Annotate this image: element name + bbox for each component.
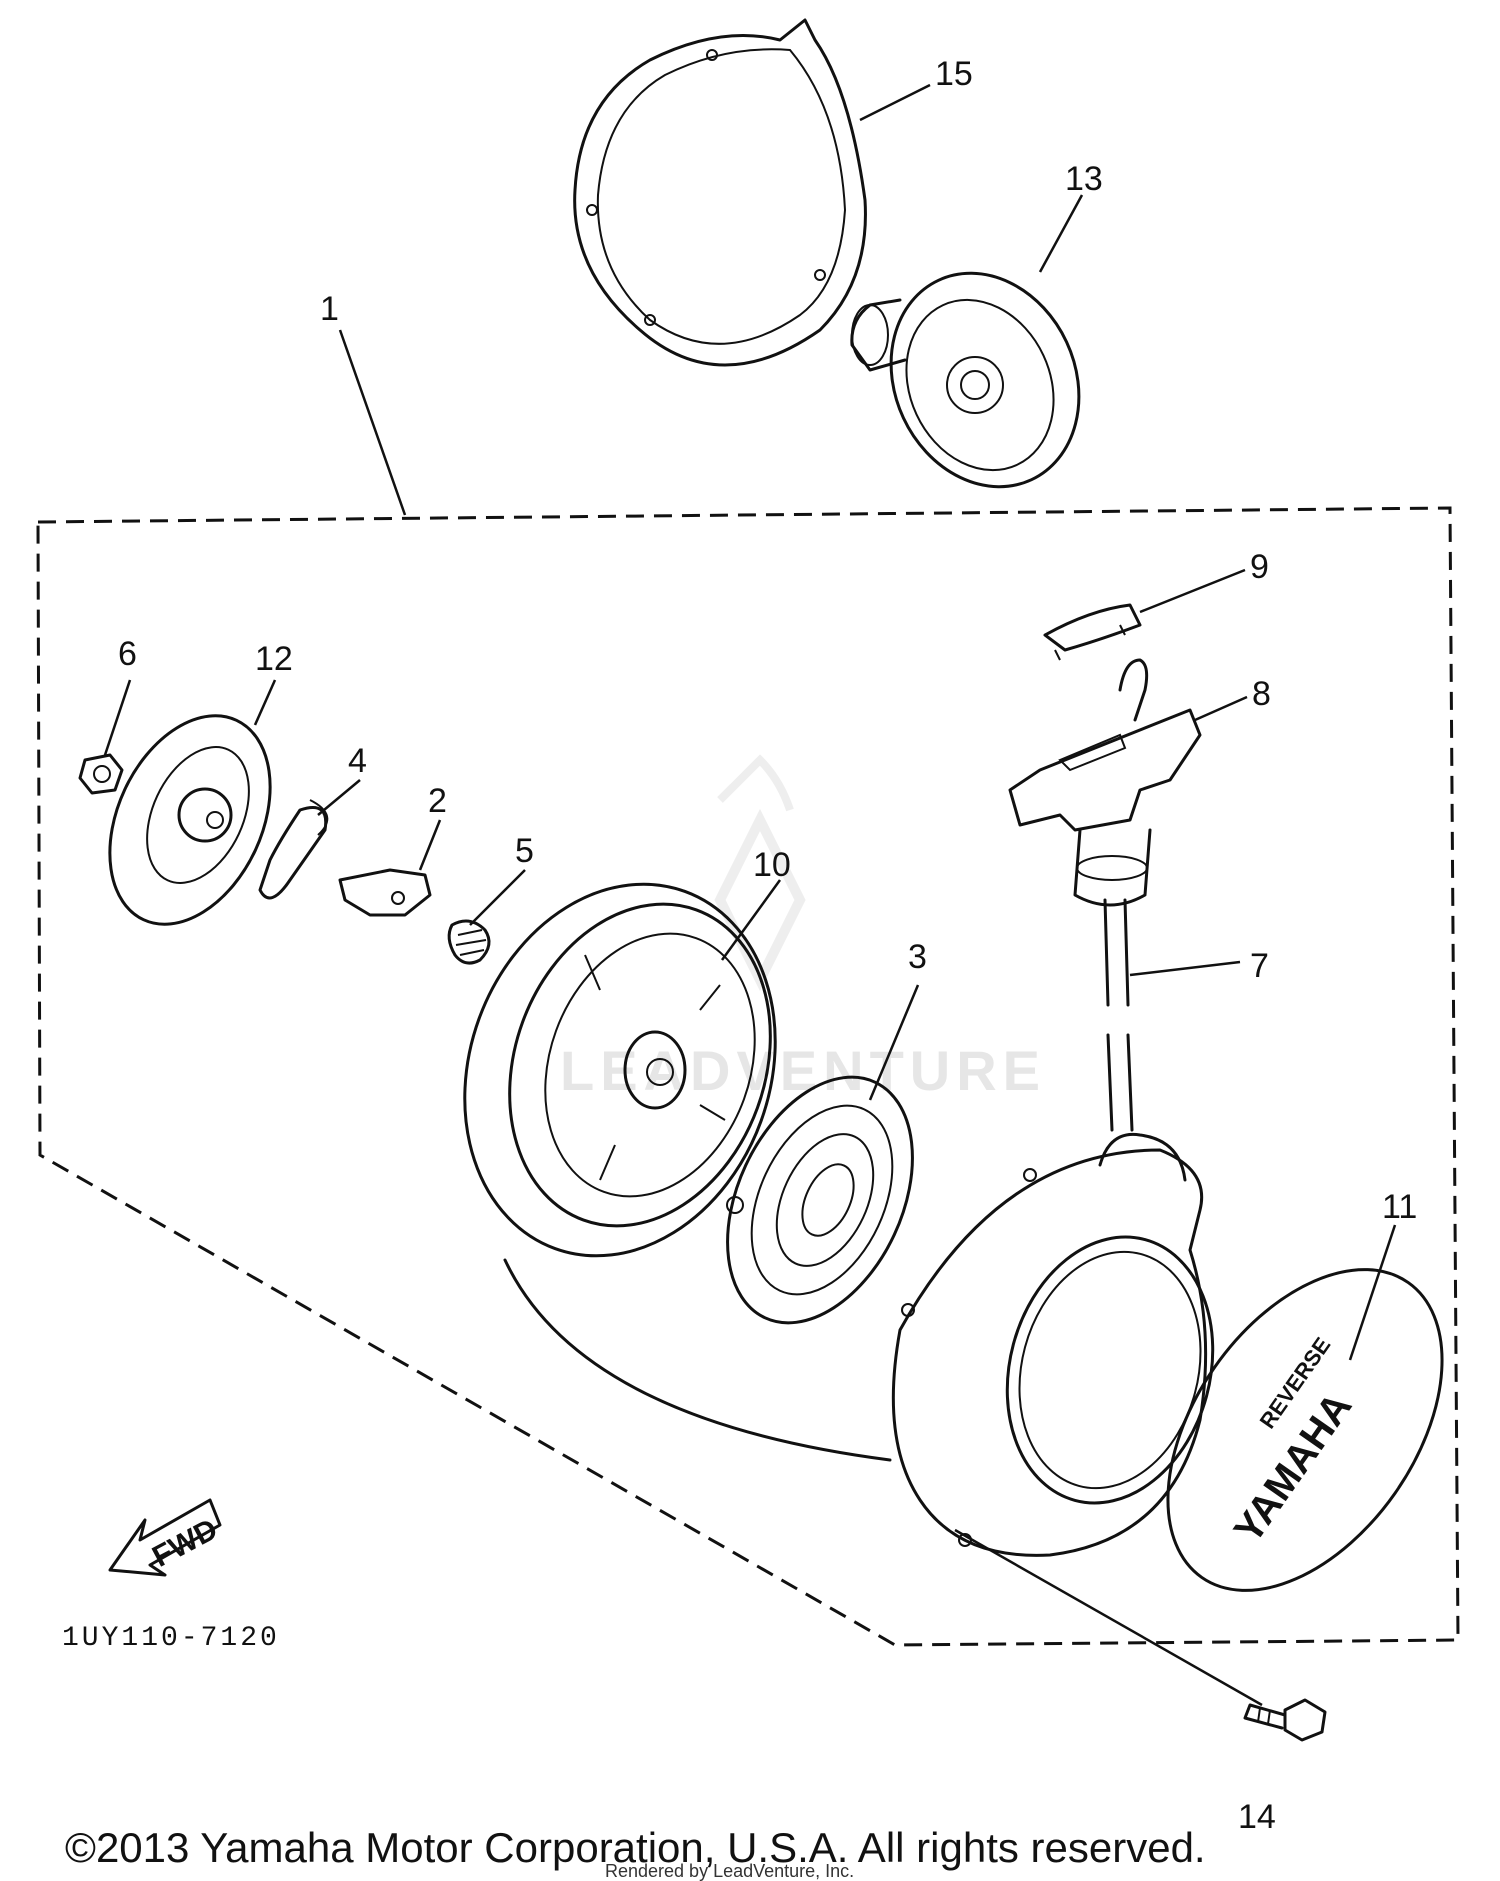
callout-9: 9 bbox=[1250, 548, 1269, 586]
callout-11: 11 bbox=[1382, 1188, 1417, 1226]
callout-10: 10 bbox=[753, 846, 791, 884]
emblem-part: YAMAHA REVERSE bbox=[1166, 1268, 1444, 1592]
sheave-drum-part bbox=[463, 882, 777, 1258]
nut-part bbox=[78, 753, 124, 795]
callout-12: 12 bbox=[255, 640, 293, 678]
handle-part bbox=[1008, 658, 1202, 907]
callout-7: 7 bbox=[1250, 947, 1269, 985]
callout-6: 6 bbox=[118, 635, 137, 673]
starter-rope-part bbox=[1103, 898, 1134, 1132]
callout-5: 5 bbox=[515, 832, 534, 870]
watermark: LEADVENTURE bbox=[560, 754, 1046, 1102]
render-credit: Rendered by LeadVenture, Inc. bbox=[605, 1861, 854, 1881]
callout-8: 8 bbox=[1252, 675, 1271, 713]
callouts: 1 2 3 4 5 6 7 8 9 10 11 12 13 14 15 bbox=[118, 55, 1417, 1836]
watermark-text: LEADVENTURE bbox=[560, 1039, 1046, 1102]
callout-15: 15 bbox=[935, 55, 973, 93]
starter-case-part bbox=[891, 1132, 1215, 1557]
spring-clip-part bbox=[258, 799, 329, 900]
assembly-boundary bbox=[36, 506, 1460, 1647]
cap-part bbox=[1043, 603, 1142, 661]
copyright-text: ©2013 Yamaha Motor Corporation, U.S.A. A… bbox=[65, 1824, 1206, 1871]
spring-part bbox=[447, 919, 491, 965]
pulley-cup-part bbox=[850, 271, 1081, 489]
emblem-brand-text: YAMAHA bbox=[1226, 1385, 1361, 1551]
pawl-part bbox=[338, 868, 432, 917]
callout-13: 13 bbox=[1065, 160, 1103, 198]
spiral-spring-part bbox=[726, 1075, 914, 1325]
fwd-arrow-icon: FWD bbox=[108, 1498, 223, 1577]
fwd-arrow-label: FWD bbox=[147, 1513, 223, 1574]
callout-3: 3 bbox=[908, 938, 927, 976]
plate-part bbox=[108, 714, 272, 926]
diagram-code: 1UY110-7120 bbox=[62, 1623, 280, 1654]
bolt-part bbox=[1243, 1698, 1327, 1742]
rope-part bbox=[503, 1258, 892, 1462]
gasket-part bbox=[573, 18, 867, 367]
callout-4: 4 bbox=[348, 742, 367, 780]
callout-1: 1 bbox=[320, 290, 339, 328]
leader-lines bbox=[103, 83, 1397, 1707]
callout-14: 14 bbox=[1238, 1798, 1276, 1836]
callout-2: 2 bbox=[428, 782, 447, 820]
